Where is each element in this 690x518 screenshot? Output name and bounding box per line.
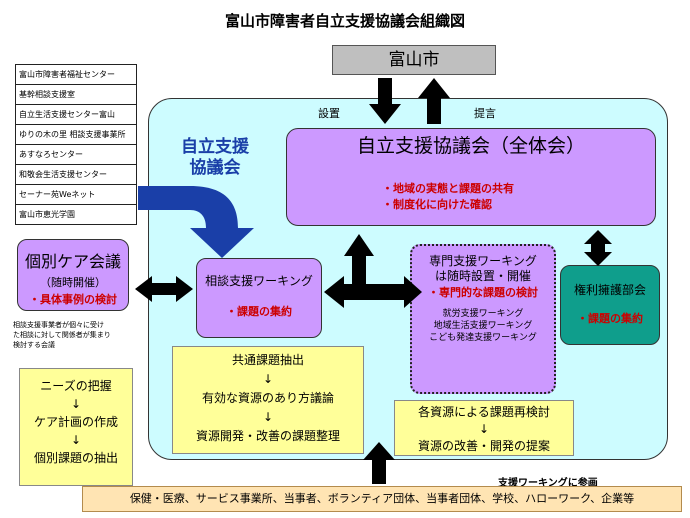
resource-step: 資源の改善・開発の提案 — [417, 439, 550, 453]
whole-council-title: 自立支援協議会（全体会） — [356, 135, 585, 157]
down-arrow-shape — [369, 78, 401, 124]
council-label: 自立支援 協議会 — [170, 137, 260, 179]
individual-care-subtitle: （随時開催） — [40, 276, 106, 289]
down-arrow: ↓ — [70, 433, 82, 447]
individual-care-title: 個別ケア会議 — [24, 252, 121, 271]
whole-council-box — [286, 128, 656, 226]
note-line: 相談支援事業者が個々に受け — [13, 321, 104, 329]
organization-item: ゆりの木の里 相談支援事業所 — [16, 125, 136, 145]
rights-advocacy-title: 権利擁護部会 — [573, 283, 646, 297]
council-label-line1: 自立支援 — [181, 137, 249, 157]
individual-care-meeting-box: 個別ケア会議 （随時開催） ・具体事例の検討 — [17, 239, 129, 311]
up-arrow-bottom-shape — [363, 442, 395, 484]
needs-step: ニーズの把握 — [40, 379, 112, 393]
consultation-working-title: 相談支援ワーキング — [205, 274, 313, 288]
whole-council-item: ・地域の実態と課題の共有 — [382, 182, 514, 195]
note-line: 検討する会議 — [13, 341, 55, 349]
whole-council-items: ・地域の実態と課題の共有 ・制度化に向けた確認 — [382, 180, 514, 212]
organization-item: セーナー苑Weネット — [16, 185, 136, 205]
organization-item: 和敬会生活支援センター — [16, 165, 136, 185]
resource-review-box: 各資源による課題再検討 ↓ 資源の改善・開発の提案 — [394, 400, 574, 456]
individual-care-item: ・具体事例の検討 — [29, 293, 117, 306]
specialized-working-box: 専門支援ワーキング は随時設置・開催 ・専門的な課題の検討 就労支援ワーキング … — [410, 244, 556, 394]
specialized-sub-item: 就労支援ワーキング — [442, 309, 524, 319]
consultation-working-box: 相談支援ワーキング ・課題の集約 — [196, 258, 322, 338]
specialized-working-title: 専門支援ワーキング は随時設置・開催 — [412, 254, 554, 284]
needs-step: 個別課題の抽出 — [33, 451, 118, 465]
common-step: 資源開発・改善の課題整理 — [195, 429, 340, 443]
common-step: 有効な資源のあり方議論 — [201, 391, 334, 405]
city-box: 富山市 — [332, 45, 496, 75]
specialized-working-item: ・専門的な課題の検討 — [428, 286, 538, 299]
participation-label: 支援ワーキングに参画 — [498, 478, 598, 489]
diagram-title: 富山市障害者自立支援協議会組織図 — [224, 12, 465, 30]
specialized-sub-item: こども発達支援ワーキング — [429, 333, 537, 343]
resource-step: 各資源による課題再検討 — [418, 405, 550, 419]
individual-care-note: 相談支援事業者が個々に受け た相談に対して関係者が集まり 検討する会議 — [13, 320, 139, 350]
vertical-double-arrow-shape — [584, 230, 612, 266]
down-arrow: ↓ — [478, 422, 490, 436]
double-arrow-shape — [135, 276, 193, 302]
organization-item: 富山市恵光学園 — [19, 210, 75, 219]
label-teigen: 提言 — [474, 107, 496, 120]
consultation-working-item: ・課題の集約 — [226, 305, 292, 318]
organization-item: 基幹相談支援室 — [16, 85, 136, 105]
council-label-line2: 協議会 — [189, 158, 241, 178]
specialized-working-sublist: 就労支援ワーキング 地域生活支援ワーキング こども発達支援ワーキング — [412, 308, 554, 344]
note-line: た相談に対して関係者が集まり — [13, 331, 111, 339]
down-arrow: ↓ — [70, 397, 82, 411]
specialized-sub-item: 地域生活支援ワーキング — [433, 321, 533, 331]
specialized-title-line: 専門支援ワーキング — [429, 254, 537, 268]
rights-advocacy-box: 権利擁護部会 ・課題の集約 — [560, 265, 660, 345]
organization-item: あすなろセンター — [16, 145, 136, 165]
up-arrow-shape — [418, 78, 450, 124]
organization-item: 富山市障害者福祉センター — [16, 65, 136, 85]
four-way-arrow-shape — [324, 234, 422, 308]
needs-process-box: ニーズの把握 ↓ ケア計画の作成 ↓ 個別課題の抽出 — [19, 368, 133, 486]
down-arrow: ↓ — [262, 372, 274, 386]
rights-advocacy-item: ・課題の集約 — [577, 312, 643, 325]
curved-blue-arrow — [138, 186, 254, 258]
down-arrow: ↓ — [262, 410, 274, 424]
common-issues-box: 共通課題抽出 ↓ 有効な資源のあり方議論 ↓ 資源開発・改善の課題整理 — [172, 346, 364, 454]
participants-bar: 保健・医療、サービス事業所、当事者、ボランティア団体、当事者団体、学校、ハローワ… — [82, 486, 682, 512]
organization-item: 自立生活支援センター富山 — [16, 105, 136, 125]
whole-council-item: ・制度化に向けた確認 — [382, 198, 492, 211]
organization-list: 富山市障害者福祉センター 基幹相談支援室 自立生活支援センター富山 ゆりの木の里… — [15, 64, 137, 225]
specialized-title-line: は随時設置・開催 — [434, 269, 531, 283]
label-setchi: 設置 — [318, 107, 340, 120]
needs-step: ケア計画の作成 — [33, 415, 118, 429]
common-step: 共通課題抽出 — [231, 353, 304, 367]
